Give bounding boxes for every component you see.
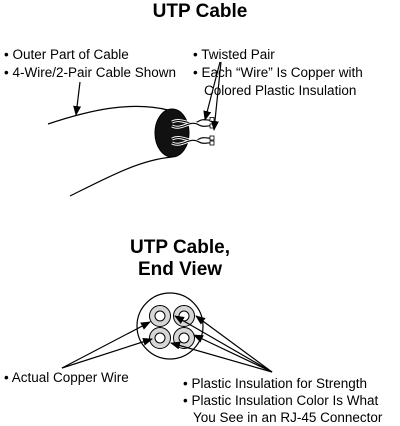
cable-end-view (61, 292, 273, 373)
label-colored-insulation: Colored Plastic Insulation (204, 83, 357, 98)
cable-end-face (154, 108, 190, 158)
cable-jacket-top-edge (47, 105, 169, 125)
label-twisted-pair: • Twisted Pair (193, 47, 275, 62)
arrow-insulation-1 (195, 315, 273, 373)
arrow-insulation-2 (193, 334, 273, 373)
arrow-copper-2 (61, 337, 153, 369)
arrow-twisted-pair-1 (203, 61, 221, 121)
arrow-insulation-4 (174, 315, 273, 373)
cable-jacket-bottom-edge (69, 156, 173, 197)
arrow-copper-1 (61, 321, 151, 369)
arrow-insulation-3 (170, 341, 273, 373)
arrow-twisted-pair-2 (210, 61, 222, 131)
bottom-title-line-2: End View (137, 259, 223, 280)
wire-tips (209, 117, 215, 146)
label-each-wire: • Each “Wire” Is Copper with (193, 65, 363, 80)
copper-conductors (154, 310, 190, 344)
label-copper-wire: • Actual Copper Wire (4, 370, 129, 385)
bottom-diagram-title: UTP Cable, End View (100, 237, 260, 281)
bottom-title-line-1: UTP Cable, (130, 237, 230, 258)
label-insulation-color: • Plastic Insulation Color Is What (183, 393, 379, 408)
label-rj45-connector: You See in an RJ-45 Connector (193, 410, 383, 425)
label-outer-part: • Outer Part of Cable (4, 47, 129, 62)
arrow-outer-part (73, 81, 82, 116)
top-diagram-title: UTP Cable (152, 1, 248, 22)
label-four-wire: • 4-Wire/2-Pair Cable Shown (4, 65, 177, 80)
label-insulation-strength: • Plastic Insulation for Strength (183, 376, 368, 391)
cable-side-view (47, 61, 222, 197)
